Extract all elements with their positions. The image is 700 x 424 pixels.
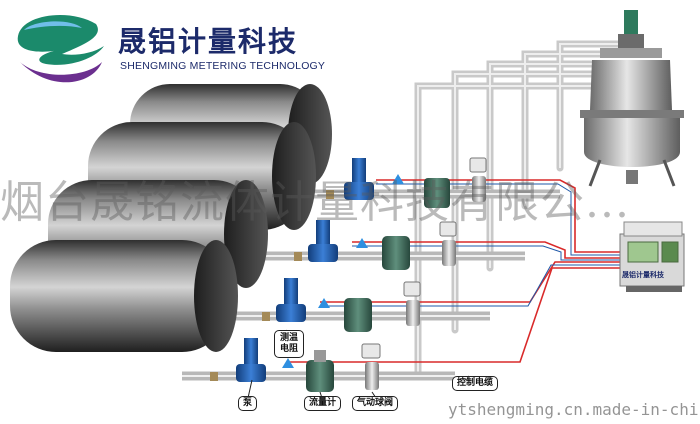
storage-tank-4 [10, 240, 238, 352]
ball-valve-4 [361, 343, 381, 390]
ball-valve-3 [403, 281, 421, 326]
pump-3 [276, 278, 306, 322]
company-watermark: 烟台晟铭流体计量科技有限公... [0, 177, 630, 228]
pipe-fittings [210, 190, 334, 381]
pneumatic-ball-valve-label: 气动球阀 [352, 396, 399, 411]
brand-logo [17, 14, 104, 83]
brand-name-cn: 晟铝计量科技 [118, 25, 299, 58]
reactor-vessel [580, 10, 684, 187]
pump-2 [308, 220, 338, 262]
flowmeter-2 [382, 236, 410, 270]
control-cables [290, 179, 620, 363]
controller-label: 晟铝计量科技 [622, 271, 664, 279]
pump-4 [236, 338, 266, 382]
flowmeter-3 [344, 298, 372, 332]
url-watermark: ytshengming.cn.made-in-china.com [448, 400, 700, 419]
temp-sensors [282, 174, 404, 368]
pump-1 [344, 158, 374, 200]
brand-name-en: SHENGMING METERING TECHNOLOGY [120, 60, 326, 72]
flowmeter-label: 流量计 [304, 396, 342, 411]
ball-valve-1 [469, 157, 487, 202]
temp-resistor-label: 测温电阻 [274, 330, 304, 358]
ball-valve-2 [439, 221, 457, 266]
flowmeter-1 [424, 178, 450, 208]
flowmeter-4 [306, 350, 334, 392]
control-cabinet [619, 221, 685, 292]
pump-label: 泵 [238, 396, 258, 411]
control-cable-label: 控制电缆 [452, 376, 499, 391]
